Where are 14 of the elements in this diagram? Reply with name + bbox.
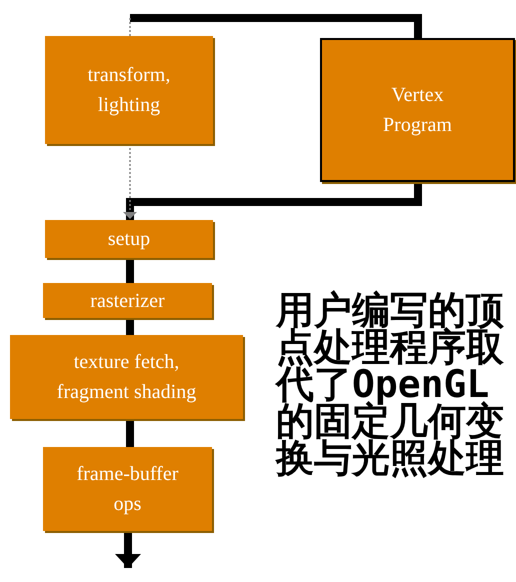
process-box: texture fetch, fragment shading bbox=[10, 335, 243, 419]
process-box: transform, lighting bbox=[45, 36, 213, 144]
process-box: Vertex Program bbox=[320, 38, 515, 182]
connector-line bbox=[126, 419, 134, 447]
note-text: 用户编写的顶点处理程序取代了OpenGL的固定几何变换与光照处理 bbox=[276, 292, 505, 477]
connector-line bbox=[126, 318, 134, 335]
process-box: rasterizer bbox=[43, 283, 212, 318]
process-box: setup bbox=[45, 220, 213, 258]
arrow bbox=[115, 531, 141, 568]
connector-line bbox=[130, 14, 422, 38]
connector-line bbox=[126, 182, 422, 220]
process-box: frame-buffer ops bbox=[43, 447, 212, 531]
connector-line bbox=[126, 258, 134, 283]
connector-line bbox=[129, 18, 131, 36]
